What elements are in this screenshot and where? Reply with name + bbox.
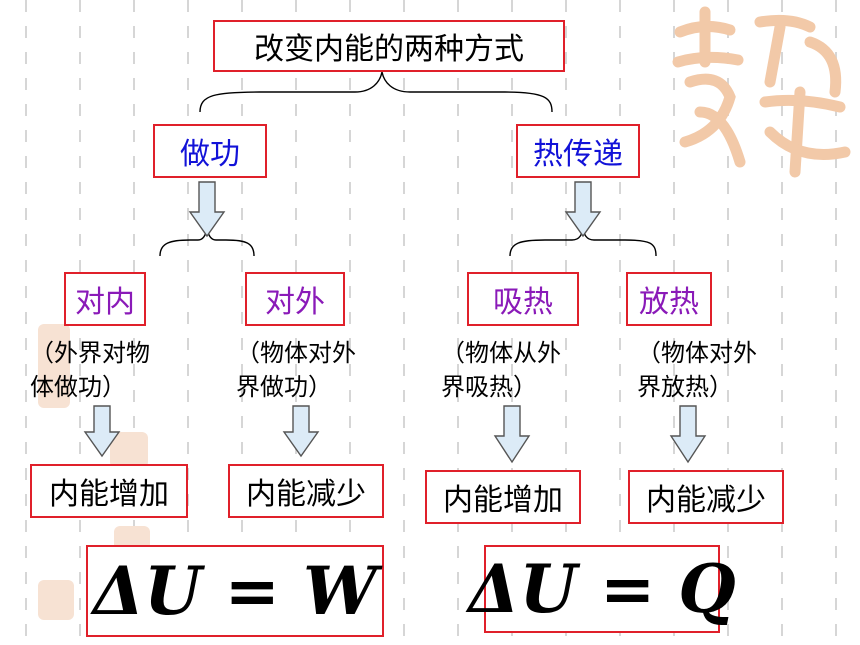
work-inward-note: （外界对物 体做功） [30, 339, 150, 401]
work-outward-box: 对外 [245, 272, 345, 326]
work-outward-note: （物体对外 界做功） [236, 339, 356, 401]
work-outward-result: 内能减少 [246, 477, 366, 512]
work-inward-label: 对内 [75, 285, 135, 320]
heat-formula: ΔU = Q [468, 550, 736, 628]
heat-absorb-note: （物体从外 界吸热） [441, 339, 561, 401]
work-inward-result: 内能增加 [49, 477, 169, 512]
heat-release-box: 放热 [626, 272, 712, 326]
heat-absorb-label: 吸热 [493, 285, 553, 320]
work-inward-box: 对内 [64, 272, 146, 326]
heat-formula-box: ΔU = Q [468, 545, 736, 633]
heat-release-result-box: 内能减少 [628, 470, 784, 524]
work-formula-box: ΔU = W [86, 545, 384, 637]
work-method-box: 做功 [153, 124, 267, 178]
decorative-seal-small-4 [38, 580, 74, 620]
diagram-title-box: 改变内能的两种方式 [213, 20, 565, 72]
work-inward-result-box: 内能增加 [30, 464, 188, 518]
heat-method-box: 热传递 [516, 124, 640, 178]
work-formula: ΔU = W [92, 552, 378, 630]
work-method-label: 做功 [180, 137, 240, 172]
heat-absorb-result-box: 内能增加 [425, 470, 581, 524]
work-outward-result-box: 内能减少 [228, 464, 384, 518]
work-outward-label: 对外 [265, 285, 325, 320]
heat-absorb-box: 吸热 [467, 272, 579, 326]
diagram-title: 改变内能的两种方式 [254, 32, 524, 67]
heat-method-label: 热传递 [533, 137, 623, 172]
heat-absorb-result: 内能增加 [443, 483, 563, 518]
heat-release-result: 内能减少 [646, 483, 766, 518]
heat-release-label: 放热 [639, 285, 699, 320]
decorative-seal-small-1 [38, 324, 70, 408]
heat-release-note: （物体对外 界放热） [637, 339, 757, 401]
decorative-seal-large [672, 6, 851, 178]
